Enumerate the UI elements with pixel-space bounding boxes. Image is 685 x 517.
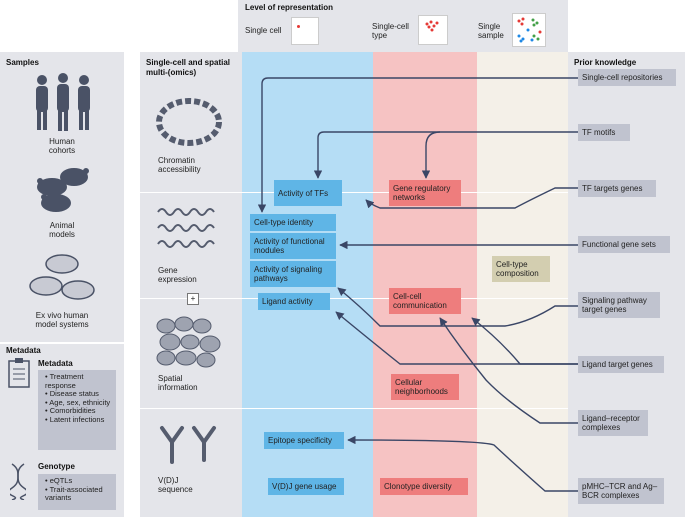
row-divider: [140, 298, 568, 299]
meta-item: • Disease status: [45, 389, 99, 398]
arrow-repositories: [257, 77, 578, 213]
dna-icon: [10, 463, 26, 500]
gene-strand-icon: [157, 208, 215, 248]
modality-vdj: V(D)J sequence: [158, 476, 193, 494]
single-sample-column: [477, 52, 568, 517]
arrow-tf-targets: [365, 187, 578, 209]
sample-human-cohorts: Human cohorts: [48, 137, 76, 155]
antibody-icon: [160, 426, 216, 464]
prior-pmhc-tcr-complexes: pMHC–TCR and Ag–BCR complexes: [578, 478, 664, 504]
multi-cluster-icon: [517, 17, 542, 43]
sample-animal-models: Animal models: [49, 221, 75, 239]
level-single-cell-type: Single-cell type: [372, 22, 409, 40]
row-divider: [140, 192, 568, 193]
cellular-neighborhoods-box: Cellular neighborhoods: [391, 374, 459, 400]
signaling-pathways-box: Activity of signaling pathways: [250, 261, 336, 287]
metadata-subtitle: Metadata: [38, 359, 73, 368]
level-single-sample: Single sample: [478, 22, 504, 40]
arrow-tf-motifs-to-tfs: [313, 131, 578, 179]
single-sample-swatch: [512, 13, 546, 47]
genotype-item: • Trait-associated variants: [45, 484, 103, 502]
single-cell-type-swatch: [418, 15, 448, 45]
clipboard-icon: [8, 358, 30, 388]
arrow-ligand-target-to-comm: [471, 317, 578, 365]
modality-gene-expression: Gene expression: [158, 266, 197, 284]
vdj-gene-usage-box: V(D)J gene usage: [268, 478, 344, 495]
clonotype-diversity-box: Clonotype diversity: [380, 478, 468, 495]
cell-cluster-icon: [425, 20, 439, 32]
human-figures-icon: [36, 73, 90, 131]
metadata-divider: [0, 342, 124, 344]
meta-item: • Treatment response: [45, 372, 84, 390]
prior-tf-motifs: TF motifs: [578, 124, 630, 141]
arrow-tf-motifs-to-grn: [421, 131, 441, 179]
gene-regulatory-networks-box: Gene regulatory networks: [389, 180, 461, 206]
single-cell-swatch: [291, 17, 319, 45]
prior-ligand-receptor-complexes: Ligand–receptor complexes: [578, 410, 648, 436]
genotype-title: Genotype: [38, 462, 75, 471]
arrow-signaling-pathway: [337, 287, 578, 327]
prior-tf-targets-genes: TF targets genes: [578, 180, 656, 197]
genotype-item: • eQTLs: [45, 476, 73, 485]
meta-item: • Latent infections: [45, 414, 105, 424]
modality-chromatin: Chromatin accessibility: [158, 156, 201, 174]
cell-cell-communication-box: Cell-cell communication: [389, 288, 461, 314]
petri-dish-icon: [29, 254, 95, 300]
epitope-specificity-box: Epitope specificity: [264, 432, 344, 449]
mouse-icon: [37, 168, 89, 212]
spatial-cells-icon: [156, 316, 221, 368]
prior-signaling-pathway-target-genes: Signaling pathway target genes: [578, 292, 660, 318]
level-single-cell: Single cell: [245, 26, 282, 35]
samples-title: Samples: [6, 58, 39, 67]
row-divider: [140, 408, 568, 409]
arrow-ligand-receptor: [439, 317, 578, 424]
ligand-activity-box: Ligand activity: [258, 293, 330, 310]
modality-spatial: Spatial information: [158, 374, 198, 392]
prior-single-cell-repositories: Single-cell repositories: [578, 69, 676, 86]
arrow-pmhc-tcr: [347, 435, 578, 492]
arrow-ligand-target-to-ligand: [335, 311, 578, 365]
meta-item: • Comorbidities: [45, 406, 96, 415]
functional-modules-box: Activity of functional modules: [250, 233, 336, 259]
omics-panel: [140, 52, 242, 517]
cell-type-identity-box: Cell-type identity: [250, 214, 336, 231]
prior-ligand-target-genes: Ligand target genes: [578, 356, 664, 373]
chromatin-icon: [156, 98, 222, 146]
level-title: Level of representation: [245, 3, 334, 12]
omics-title: Single-cell and spatial multi-(omics): [146, 58, 231, 77]
metadata-section-title: Metadata: [6, 346, 41, 355]
genotype-list-box: • eQTLs • Trait-associated variants: [38, 474, 116, 510]
plus-sign: +: [187, 293, 199, 305]
meta-item: • Age, sex, ethnicity: [45, 397, 111, 407]
metadata-list-box: • Treatment response • Disease status • …: [38, 370, 116, 450]
sample-ex-vivo: Ex vivo human model systems: [35, 311, 89, 329]
activity-of-tfs-box: Activity of TFs: [274, 180, 342, 206]
prior-functional-gene-sets: Functional gene sets: [578, 236, 670, 253]
cell-type-composition-box: Cell-type composition: [492, 256, 550, 282]
prior-knowledge-title: Prior knowledge: [574, 58, 637, 67]
